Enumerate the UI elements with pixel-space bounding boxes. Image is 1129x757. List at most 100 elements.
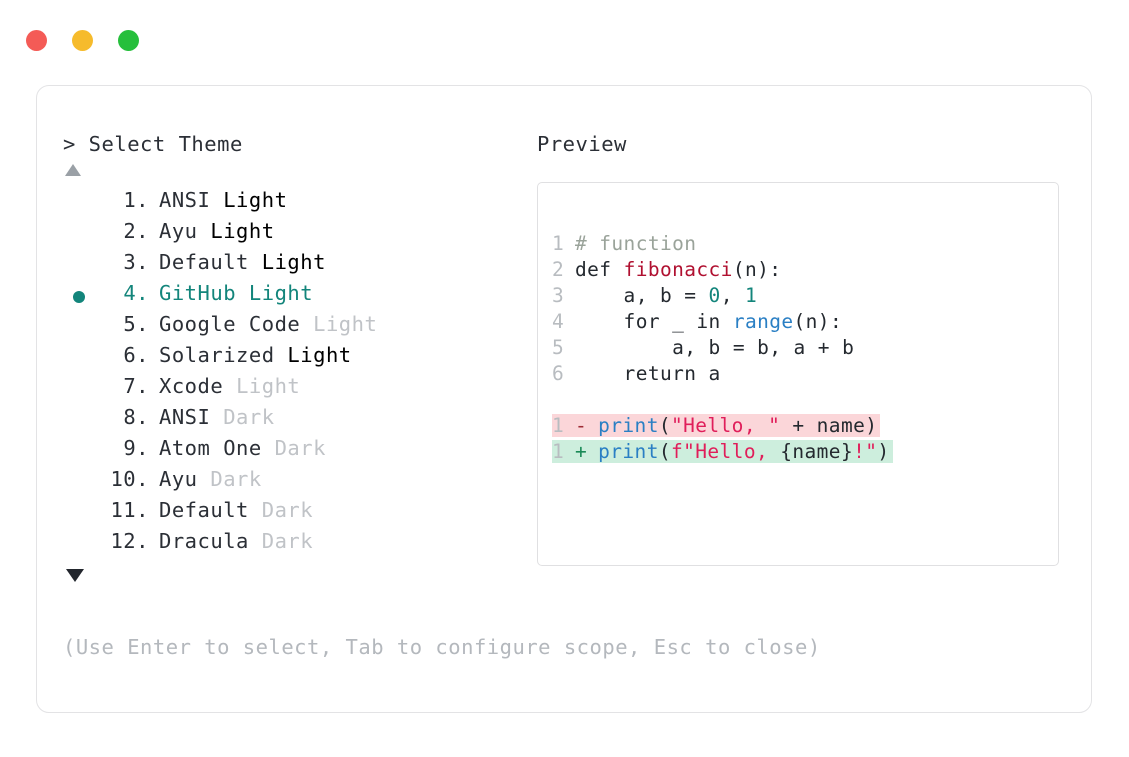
code-line-text: a, b = b, a + b <box>564 336 854 359</box>
code-line-text: a, b = 0, 1 <box>564 284 757 307</box>
triangle-down-icon[interactable] <box>66 569 84 582</box>
theme-list-item[interactable]: 9.Atom One Dark <box>63 436 533 467</box>
theme-list-item[interactable]: 4.GitHub Light <box>63 281 533 312</box>
code-token: range <box>732 310 794 333</box>
code-token: 0 <box>708 284 721 307</box>
theme-item-name: Ayu <box>159 467 211 491</box>
theme-item-variant: Light <box>287 343 352 367</box>
code-token: + name) <box>780 414 878 437</box>
theme-list-item[interactable]: 6. Solarized Light <box>63 343 533 374</box>
theme-list-item[interactable]: 12. Dracula Dark <box>63 529 533 560</box>
theme-list-item[interactable]: 2.Ayu Light <box>63 219 533 250</box>
code-line-text: print("Hello, " + name) <box>598 414 877 437</box>
selected-bullet-icon <box>73 290 85 303</box>
theme-item-variant: Dark <box>210 467 262 491</box>
code-token: (n): <box>793 310 843 333</box>
theme-item-name: GitHub <box>159 281 249 305</box>
window-titlebar <box>26 30 139 51</box>
theme-item-variant: Dark <box>261 498 314 522</box>
line-number: 6 <box>552 362 565 385</box>
theme-item-name: Xcode <box>159 374 237 398</box>
minimize-dot[interactable] <box>72 30 93 51</box>
theme-item-number: 9. <box>123 436 149 460</box>
theme-item-name: ANSI <box>159 188 224 212</box>
code-token: {name} <box>780 440 854 463</box>
code-line-text: return a <box>564 362 721 385</box>
theme-item-variant: Light <box>313 312 378 336</box>
close-dot[interactable] <box>26 30 47 51</box>
code-blank-line <box>538 388 1058 414</box>
triangle-up-icon[interactable] <box>65 164 81 176</box>
theme-item-number: 6. <box>123 343 149 367</box>
code-token: "Hello, " <box>670 414 781 437</box>
theme-item-number: 7. <box>123 374 149 398</box>
code-token: ) <box>877 440 890 463</box>
diff-sign: - <box>575 414 588 437</box>
code-line-text: for _ in range(n): <box>564 310 842 333</box>
code-token: fibonacci <box>623 258 733 281</box>
theme-item-name: Default <box>159 250 262 274</box>
code-token: def <box>575 258 624 281</box>
diff-highlight: 1-print("Hello, " + name) <box>552 414 881 437</box>
code-token: 1 <box>744 284 758 307</box>
code-token: a, b = b, a + b <box>575 336 855 359</box>
code-line: 5 a, b = b, a + b <box>538 336 1058 362</box>
theme-list-item[interactable]: 7. Xcode Light <box>63 374 533 405</box>
theme-item-name: Google Code <box>159 312 314 336</box>
theme-item-number: 10. <box>110 467 149 491</box>
line-number: 2 <box>552 258 565 281</box>
theme-item-name: Solarized <box>159 343 288 367</box>
theme-item-name: ANSI <box>159 405 224 429</box>
line-number: 1 <box>552 414 565 437</box>
theme-list-item[interactable]: 5. Google Code Light <box>63 312 533 343</box>
theme-item-name: Atom One <box>159 436 275 460</box>
theme-item-variant: Dark <box>223 405 275 429</box>
theme-list-item[interactable]: 1.ANSI Light <box>63 188 533 219</box>
theme-item-variant: Light <box>210 219 275 243</box>
line-number: 4 <box>552 310 565 333</box>
code-token: ( <box>658 440 671 463</box>
page-title: > Select Theme <box>63 132 243 156</box>
code-line: 6 return a <box>538 362 1058 388</box>
theme-item-number: 12. <box>110 529 149 553</box>
code-token: print <box>598 414 659 437</box>
theme-list-item[interactable]: 10. Ayu Dark <box>63 467 533 498</box>
code-token: for _ in <box>575 310 733 333</box>
code-token: f"Hello, <box>670 440 781 463</box>
code-line-text: def fibonacci(n): <box>564 258 781 281</box>
theme-item-number: 3. <box>123 250 149 274</box>
theme-list-item[interactable]: 3.Default Light <box>63 250 533 281</box>
code-token: !" <box>853 440 878 463</box>
diff-line-add: 1+print(f"Hello, {name}!") <box>538 440 1058 466</box>
code-token: # function <box>575 232 697 255</box>
code-token: ( <box>658 414 671 437</box>
theme-item-number: 5. <box>123 312 149 336</box>
code-line: 3 a, b = 0, 1 <box>538 284 1058 310</box>
diff-sign: + <box>575 440 588 463</box>
theme-item-variant: Dark <box>261 529 314 553</box>
line-number: 3 <box>552 284 565 307</box>
line-number: 5 <box>552 336 565 359</box>
preview-label: Preview <box>537 132 627 156</box>
theme-list-item[interactable]: 11.Default Dark <box>63 498 533 529</box>
code-token: , <box>720 284 745 307</box>
keyboard-hint: (Use Enter to select, Tab to configure s… <box>63 635 821 659</box>
code-token: print <box>598 440 659 463</box>
theme-item-number: 8. <box>123 405 149 429</box>
theme-list-item[interactable]: 8. ANSI Dark <box>63 405 533 436</box>
theme-item-name: Dracula <box>159 529 262 553</box>
diff-line-del: 1-print("Hello, " + name) <box>538 414 1058 440</box>
maximize-dot[interactable] <box>118 30 139 51</box>
theme-item-number: 4. <box>123 281 149 305</box>
theme-item-name: Ayu <box>159 219 211 243</box>
theme-item-variant: Light <box>236 374 301 398</box>
code-line: 4 for _ in range(n): <box>538 310 1058 336</box>
theme-item-number: 1. <box>123 188 149 212</box>
